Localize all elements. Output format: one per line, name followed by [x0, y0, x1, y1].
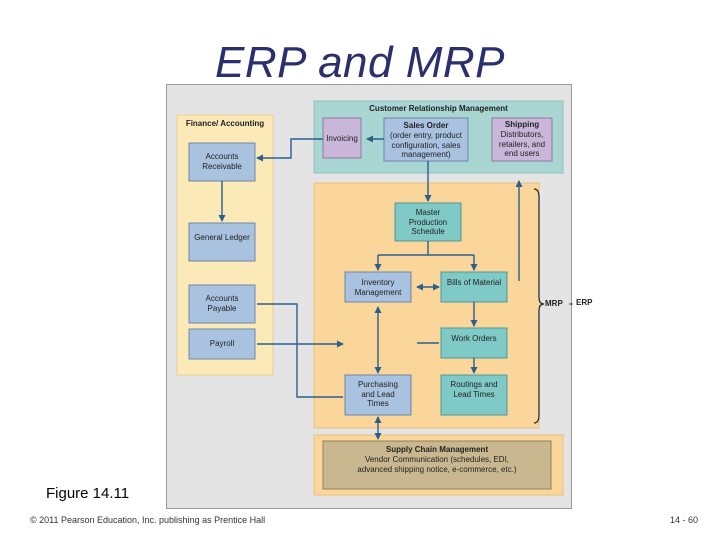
- shipping-box: [491, 117, 553, 162]
- invoicing-box: [322, 117, 362, 159]
- crm-title: Customer Relationship Management: [369, 104, 508, 113]
- flow-arrows: [218, 135, 523, 440]
- payable-box: [188, 284, 256, 324]
- erp-bracket-label: ERP: [576, 298, 593, 307]
- bom-box: [440, 271, 508, 303]
- sales-order-title: Sales Order: [403, 121, 449, 130]
- sales-order-detail: (order entry, product configuration, sal…: [390, 131, 462, 159]
- routings-box: [440, 374, 508, 416]
- page-title: ERP and MRP: [215, 38, 505, 87]
- purchasing-box: [344, 374, 412, 416]
- payable-label: Accounts Payable: [205, 294, 239, 313]
- routings-label: Routings and Lead Times: [450, 380, 498, 399]
- scm-box: [322, 440, 552, 490]
- figure-caption: Figure 14.11: [46, 485, 130, 502]
- payroll-label: Payroll: [209, 339, 235, 348]
- work-orders-label: Work Orders: [451, 334, 497, 343]
- finance-title: Finance/ Accounting: [185, 119, 265, 128]
- ledger-box: [188, 222, 256, 262]
- shipping-title: Shipping: [504, 120, 540, 129]
- receivable-label: Accounts Receivable: [202, 152, 242, 171]
- ledger-label: General Ledger: [194, 233, 250, 242]
- erp-mrp-diagram: Customer Relationship Management Invoici…: [166, 84, 573, 509]
- copyright-notice: © 2011 Pearson Education, Inc. publishin…: [30, 515, 266, 525]
- master-label: Master Production Schedule: [408, 208, 448, 236]
- inventory-box: [344, 271, 412, 303]
- scm-detail: Vendor Communication (schedules, EDI, ad…: [357, 455, 517, 474]
- scm-title: Supply Chain Management: [385, 445, 489, 454]
- bom-label: Bills of Material: [446, 278, 502, 287]
- mrp-bracket-label: MRP: [545, 299, 563, 308]
- page-number: 14 - 60: [669, 515, 698, 525]
- purchasing-label: Purchasing and Lead Times: [357, 380, 399, 408]
- master-box: [394, 202, 462, 242]
- inventory-label: Inventory Management: [354, 278, 402, 297]
- receivable-box: [188, 142, 256, 182]
- diagram-shapes: [176, 100, 573, 496]
- invoicing-label: Invoicing: [326, 134, 358, 143]
- payroll-box: [188, 328, 256, 360]
- shipping-detail: Distributors, retailers, and end users: [498, 130, 546, 158]
- scope-brackets: [533, 188, 545, 424]
